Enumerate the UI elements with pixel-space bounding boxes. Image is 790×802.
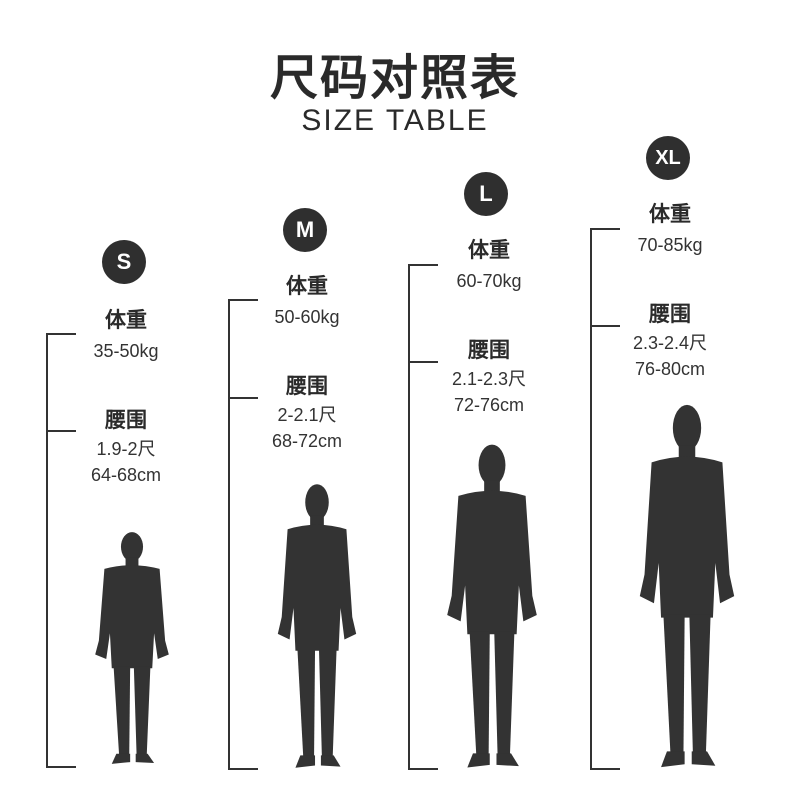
person-silhouette-l [447, 444, 537, 768]
waist-label-xl: 腰围 [649, 302, 691, 326]
bracket-tick-mid-s [46, 430, 76, 432]
person-silhouette-xl [639, 404, 735, 768]
height-bracket-m [228, 300, 230, 770]
bracket-tick-top-m [228, 299, 258, 301]
height-bracket-xl [590, 229, 592, 770]
bracket-tick-bottom-l [408, 768, 438, 770]
waist-cm-l: 72-76cm [453, 395, 525, 415]
size-badge-s: S [102, 240, 146, 284]
size-badge-l: L [464, 172, 508, 216]
weight-value-m: 50-60kg [274, 307, 340, 327]
waist-cm-m: 68-72cm [271, 431, 343, 451]
waist-chi-l: 2.1-2.3尺 [451, 369, 527, 389]
waist-chi-s: 1.9-2尺 [96, 439, 156, 459]
waist-label-l: 腰围 [468, 338, 510, 362]
weight-label-xl: 体重 [649, 202, 691, 226]
weight-label-m: 体重 [286, 274, 328, 298]
weight-value-l: 60-70kg [456, 271, 522, 291]
weight-value-s: 35-50kg [93, 341, 159, 361]
bracket-tick-top-s [46, 333, 76, 335]
bracket-tick-mid-xl [590, 325, 620, 327]
waist-chi-xl: 2.3-2.4尺 [632, 333, 708, 353]
bracket-tick-mid-l [408, 361, 438, 363]
bracket-tick-bottom-xl [590, 768, 620, 770]
weight-label-s: 体重 [105, 308, 147, 332]
weight-label-l: 体重 [468, 238, 510, 262]
person-silhouette-m [277, 484, 357, 768]
size-badge-m: M [283, 208, 327, 252]
waist-chi-m: 2-2.1尺 [277, 405, 337, 425]
person-silhouette-s [95, 532, 169, 764]
waist-cm-xl: 76-80cm [634, 359, 706, 379]
page-title: 尺码对照表 [269, 50, 520, 106]
page-subtitle: SIZE TABLE [301, 104, 489, 137]
bracket-tick-top-xl [590, 228, 620, 230]
bracket-tick-bottom-m [228, 768, 258, 770]
height-bracket-s [46, 334, 48, 768]
waist-label-m: 腰围 [286, 374, 328, 398]
bracket-tick-mid-m [228, 397, 258, 399]
height-bracket-l [408, 265, 410, 770]
weight-value-xl: 70-85kg [637, 235, 703, 255]
size-badge-xl: XL [646, 136, 690, 180]
bracket-tick-bottom-s [46, 766, 76, 768]
bracket-tick-top-l [408, 264, 438, 266]
waist-label-s: 腰围 [105, 408, 147, 432]
waist-cm-s: 64-68cm [90, 465, 162, 485]
